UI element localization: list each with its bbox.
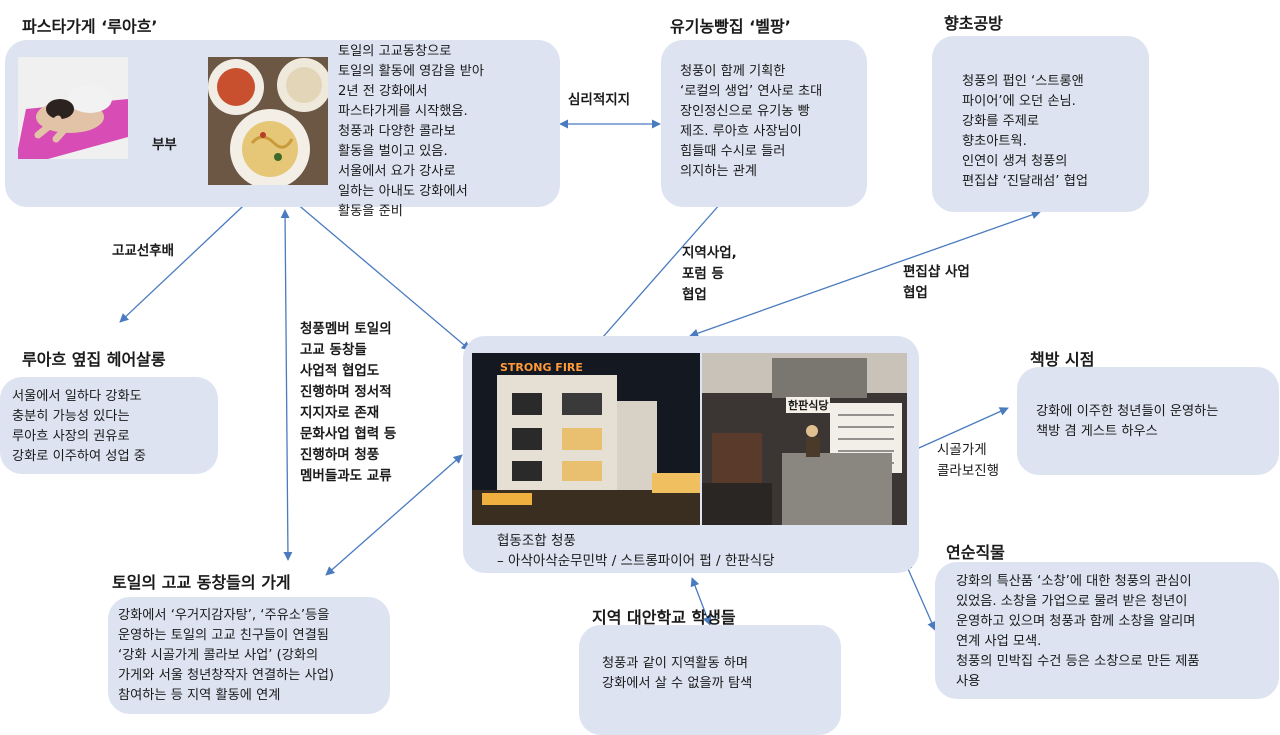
herb-workshop-text: 청풍의 펍인 ‘스트롱앤 파이어’에 오던 손님. 강화를 주제로 향초아트웍.… [962,74,1088,189]
bookstore-text: 강화에 이주한 청년들이 운영하는 책방 겸 게스트 하우스 [1036,404,1219,439]
strong-fire-sign: STRONG FIRE [500,361,583,374]
yeonsun-textile-box [935,562,1279,699]
bakery-box [661,40,867,207]
hair-salon-box [0,377,218,474]
edge-label-couple: 부부 [152,137,177,153]
yoga-photo [18,57,128,159]
students-title: 지역 대안학교 학생들 [592,608,736,627]
edge-label-members: 청풍멤버 토일의 고교 동창들 사업적 협업도 진행하며 정서적 지지자로 존재… [300,321,397,484]
arrow-center-students [690,577,712,626]
pasta-shop-text: 토일의 고교동창으로 토일의 활동에 영감을 받아 2년 전 강화에서 파스타가… [338,44,485,219]
students-text: 청풍과 같이 지역활동 하며 강화에서 살 수 없을까 탐색 [602,656,753,691]
hair-salon-text: 서울에서 일하다 강화도 충분히 가능성 있다는 루아흐 사장의 권유로 강화로… [12,389,146,464]
arrow-pasta-center [282,191,471,351]
yeonsun-textile-text: 강화의 특산품 ‘소창’에 대한 청풍의 관심이 있었음. 소창을 가업으로 물… [956,574,1200,689]
edge-label-regional: 지역사업, 포럼 등 협업 [682,245,737,303]
hanpan-sign: 한판식당 [786,397,831,413]
friends-shops-box [108,597,390,714]
guesthouse-photo: STRONG FIRE [472,353,700,525]
friends-shops-text: 강화에서 ‘우거지감자탕’, ‘주유소’등을 운영하는 토일의 고교 친구들이 … [118,608,335,703]
pasta-photo [208,57,328,185]
edge-label-village-collab: 시골가게 콜라보진행 [937,442,1000,479]
center-cooperative-text: 협동조합 청풍 – 아삭아삭순무민박 / 스트롱파이어 펍 / 한판식당 [497,533,775,569]
bookstore-box [1017,367,1279,475]
herb-workshop-title: 향초공방 [944,14,1003,33]
arrow-herb-center [689,210,1041,338]
bakery-title: 유기농빵집 ‘벨팡’ [670,17,791,36]
students-box [579,625,841,735]
arrow-pasta-salon [119,191,259,323]
pasta-shop-title: 파스타가게 ‘루아흐’ [22,17,158,36]
arrow-center-bookstore [909,407,1009,453]
restaurant-photo: 한판식당 [702,353,907,525]
hair-salon-title: 루아흐 옆집 헤어살롱 [22,350,166,369]
arrow-pasta-friends [280,209,293,561]
herb-workshop-box [932,36,1149,212]
bakery-text: 청풍이 함께 기획한 ‘로컬의 생업’ 연사로 초대 장인정신으로 유기농 빵 … [680,64,823,179]
arrow-friends-center [325,454,463,576]
friends-shops-title: 토일의 고교 동창들의 가게 [112,573,291,592]
edge-label-psych-support: 심리적지지 [568,92,631,108]
yeonsun-textile-title: 연순직물 [946,543,1005,562]
arrow-center-yeonsun [904,561,936,631]
edge-label-editshop: 편집샵 사업 협업 [903,264,970,301]
edge-label-alumni: 고교선후배 [112,243,175,259]
bookstore-title: 책방 시점 [1030,350,1095,369]
